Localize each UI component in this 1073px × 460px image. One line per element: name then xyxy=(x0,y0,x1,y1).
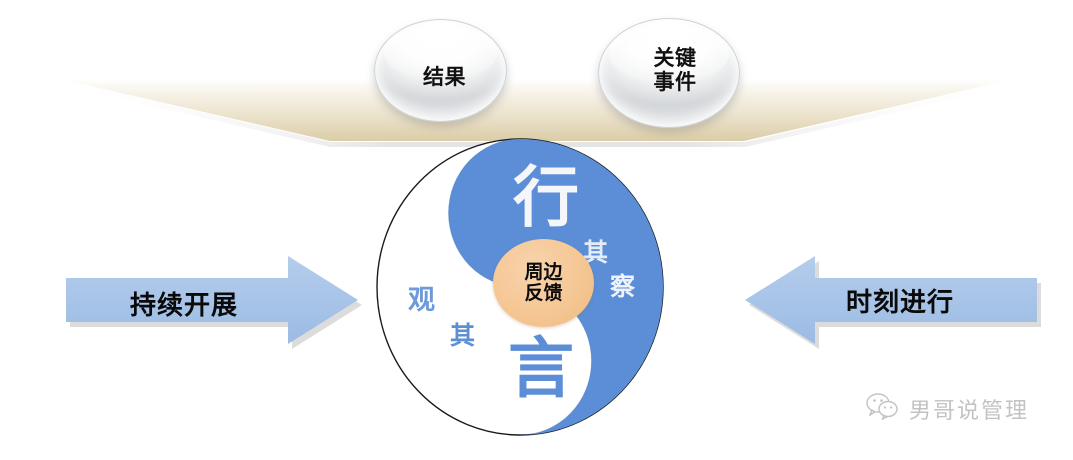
core-label-line2: 反馈 xyxy=(524,283,563,304)
wechat-icon xyxy=(866,392,900,425)
core-ellipse-peripheral-feedback[interactable]: 周边 反馈 xyxy=(493,239,594,327)
bubble-result-label: 结果 xyxy=(423,65,466,89)
watermark-text: 男哥说管理 xyxy=(909,397,1030,423)
arrow-continuous-development[interactable]: 持续开展 xyxy=(58,248,368,352)
bubble-result[interactable]: 结果 xyxy=(374,19,507,122)
bubble-key-event[interactable]: 关键 事件 xyxy=(598,18,740,128)
bubble-key-event-line1: 关键 xyxy=(653,47,697,71)
core-label-line1: 周边 xyxy=(524,261,563,283)
bubble-key-event-line2: 事件 xyxy=(653,71,697,94)
arrow-right-label: 时刻进行 xyxy=(846,287,955,317)
beige-funnel-band xyxy=(0,58,1073,148)
core-ellipse-label: 周边 反馈 xyxy=(524,262,562,305)
bubble-key-event-label: 关键 事件 xyxy=(654,47,697,94)
arrow-always-ongoing[interactable]: 时刻进行 xyxy=(740,248,1045,352)
watermark: 男哥说管理 xyxy=(866,392,1029,425)
arrow-left-label: 持续开展 xyxy=(130,290,239,320)
